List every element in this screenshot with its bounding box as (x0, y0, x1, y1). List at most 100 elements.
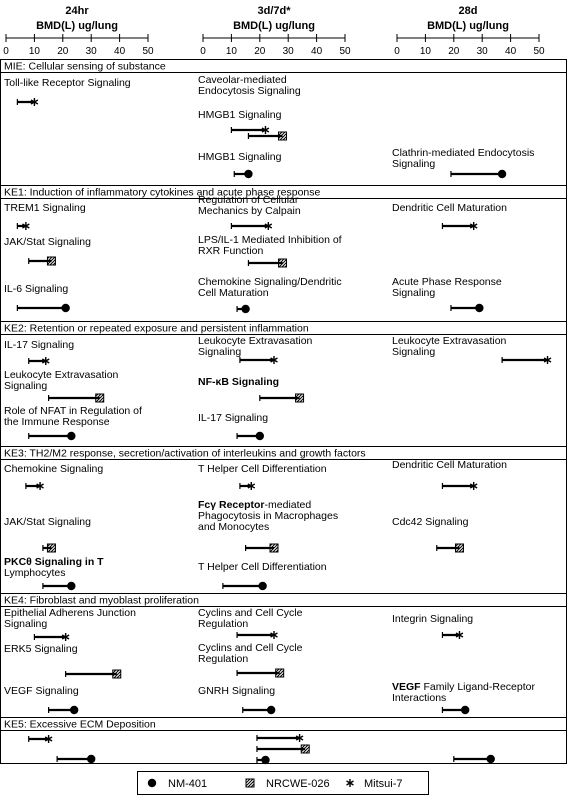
range-entry: T Helper Cell Differentiation (198, 463, 327, 490)
pathway-label: Cyclins and Cell Cycle (198, 642, 303, 654)
marker-star (41, 357, 50, 365)
pathway-label: Role of NFAT in Regulation of (4, 405, 142, 417)
range-entry (256, 734, 304, 742)
section-title: KE5: Excessive ECM Deposition (4, 719, 156, 731)
axis-label: BMD(L) ug/lung (233, 20, 315, 32)
marker-star (543, 356, 552, 364)
range-entry: IL-6 Signaling (4, 283, 70, 313)
legend-label: Mitsui-7 (364, 778, 403, 790)
pathway-label: and Monocytes (198, 521, 269, 533)
pathway-label: IL-6 Signaling (4, 283, 68, 295)
pathway-label: Regulation of Cellular (198, 194, 299, 206)
range-entry: NF-κB Signaling (198, 376, 305, 403)
range-entry: GNRH Signaling (198, 685, 276, 715)
pathway-label: Signaling (198, 346, 241, 358)
marker-circle (258, 581, 267, 591)
pathway-label: Regulation (198, 618, 248, 630)
pathway-label: HMGB1 Signaling (198, 151, 282, 163)
marker-square (95, 393, 105, 403)
marker-star (36, 482, 44, 490)
tick-label: 20 (254, 46, 266, 57)
pathway-label: Signaling (4, 618, 47, 630)
section-header-1: KE1: Induction of inflammatory cytokines… (0, 185, 567, 199)
pathway-label: LPS/IL-1 Mediated Inhibition of (198, 234, 342, 246)
pathway-label: Leukocyte Extravasation (198, 335, 313, 347)
tick-label: 50 (533, 46, 545, 57)
marker-square (269, 543, 279, 553)
marker-square (46, 256, 56, 266)
range-entry: JAK/Stat Signaling (4, 516, 91, 553)
pathway-label: T Helper Cell Differentiation (198, 561, 327, 573)
range-entry (453, 754, 495, 764)
range-entry: IL-17 Signaling (4, 339, 74, 365)
pathway-label: Clathrin-mediated Endocytosis (392, 147, 534, 159)
pathway-label: Signaling (392, 346, 435, 358)
axis-label: BMD(L) ug/lung (427, 20, 509, 32)
range-entry: TREM1 Signaling (4, 202, 86, 230)
pathway-label: Endocytosis Signaling (198, 85, 301, 97)
range-entry: Integrin Signaling (392, 613, 473, 639)
marker-circle (497, 169, 507, 179)
range-entry: HMGB1 Signaling (198, 151, 282, 179)
section-header-5: KE5: Excessive ECM Deposition (0, 717, 567, 731)
pathway-label: Dendritic Cell Maturation (392, 459, 507, 471)
range-entry: Dendritic Cell Maturation (392, 202, 507, 230)
pathway-label: ERK5 Signaling (4, 643, 78, 655)
range-entry (256, 755, 270, 765)
tick-label: 40 (311, 46, 323, 57)
marker-star (61, 633, 70, 641)
marker-star (264, 222, 273, 230)
range-entry: Dendritic Cell Maturation (392, 459, 507, 490)
marker-square (278, 131, 288, 141)
pathway-label: T Helper Cell Differentiation (198, 463, 327, 475)
pathway-label: Signaling (392, 158, 435, 170)
marker-star (295, 734, 304, 742)
range-entry: Cdc42 Signaling (392, 516, 469, 553)
marker-star (270, 356, 278, 364)
tick-label: 40 (505, 46, 517, 57)
marker-star (261, 126, 270, 134)
pathway-label: GNRH Signaling (198, 685, 275, 697)
marker-circle (61, 303, 70, 313)
tick-label: 30 (477, 46, 489, 57)
panel-title: 24hr (65, 5, 89, 17)
pathway-label: PKCθ Signaling in T (4, 556, 104, 568)
pathway-label: VEGF Family Ligand-Receptor (392, 681, 535, 693)
legend-label: NM-401 (168, 778, 207, 790)
marker-circle (475, 303, 484, 313)
pathway-label: Epithelial Adherens Junction (4, 607, 136, 619)
range-entry: ERK5 Signaling (4, 643, 122, 679)
tick-label: 30 (86, 46, 98, 57)
pathway-label: VEGF Signaling (4, 685, 79, 697)
legend-item: NM-401 (147, 778, 207, 790)
pathway-label: Acute Phase Response (392, 276, 502, 288)
panel-title: 28d (459, 5, 478, 17)
marker-star (455, 631, 464, 639)
range-entry: Chemokine Signaling (4, 463, 103, 490)
marker-star (469, 222, 478, 230)
marker-circle (67, 431, 76, 441)
marker-square (278, 258, 288, 268)
range-entry: HMGB1 Signaling (198, 109, 288, 141)
marker-circle (69, 705, 79, 715)
marker-circle (460, 705, 470, 715)
range-entry (256, 744, 310, 754)
tick-label: 0 (200, 46, 206, 57)
pathway-label: IL-17 Signaling (198, 412, 268, 424)
pathway-label: Mechanics by Calpain (198, 205, 301, 217)
pathway-label: Cdc42 Signaling (392, 516, 469, 528)
tick-label: 20 (57, 46, 69, 57)
